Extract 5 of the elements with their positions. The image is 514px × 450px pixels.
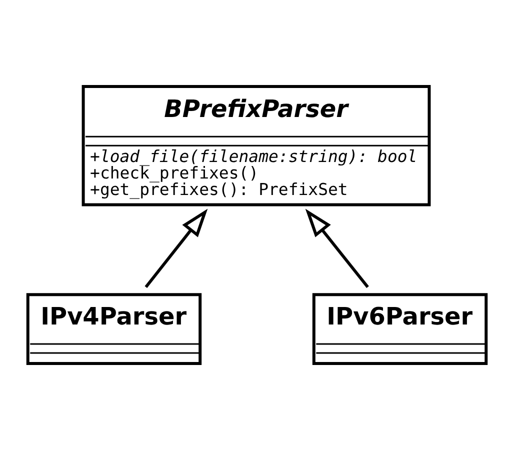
arrow (144, 208, 208, 288)
node-box: IPv4Parser (26, 293, 202, 366)
node-box: BPrefixParser +load_file(filename:string): bool +check_prefixes() +get_prefixes(): PrefixSet (82, 84, 431, 206)
arrow (305, 208, 369, 288)
node-box: IPv6Parser (312, 293, 488, 366)
